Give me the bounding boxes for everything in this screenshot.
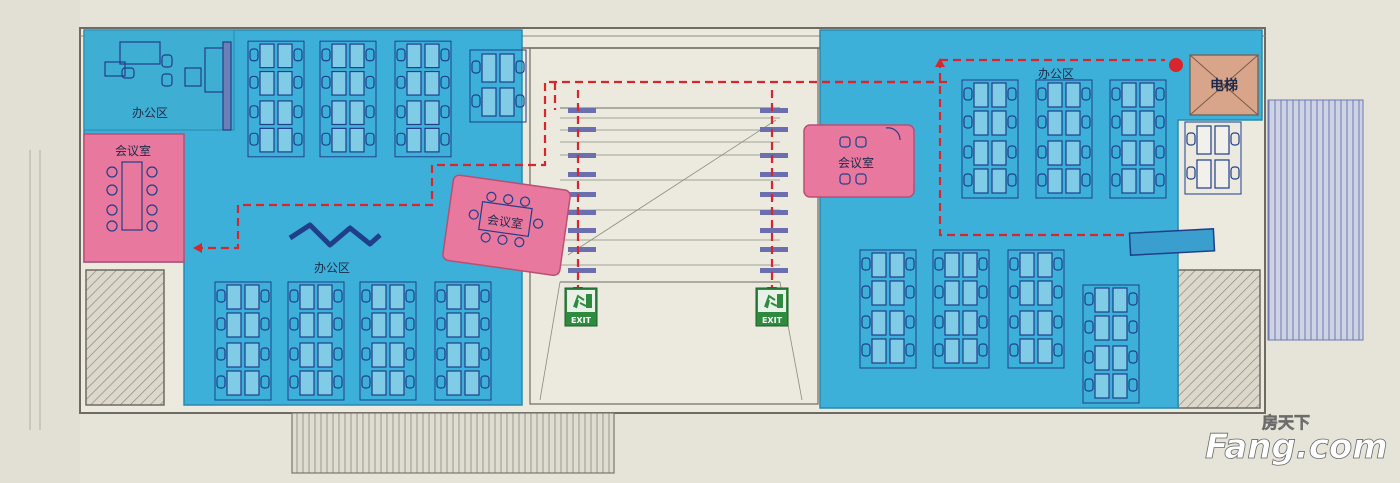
meeting-left-label: 会议室	[115, 143, 151, 158]
office-left-top-label: 办公区	[132, 105, 168, 120]
meeting-room-left: 会议室	[83, 133, 185, 263]
office-right-label: 办公区	[1038, 66, 1074, 81]
stair-shaft-right	[1177, 269, 1261, 409]
left-office-furniture	[104, 41, 232, 131]
watermark: 房天下 Fang.com	[1205, 413, 1388, 468]
exit-sign-right: EXIT	[755, 287, 789, 327]
stair-shaft-left	[85, 269, 165, 406]
reception-desk	[1128, 228, 1216, 256]
right-terrace	[1267, 99, 1364, 341]
meeting-room-center: 会议室	[442, 174, 571, 277]
bottom-steps	[291, 412, 615, 474]
exit-sign-left: EXIT	[564, 287, 598, 327]
watermark-text: Fang.com	[1205, 427, 1388, 467]
evacuation-route	[195, 58, 1165, 290]
watermark-sub: 房天下	[1262, 413, 1310, 432]
exit-right-label: EXIT	[762, 316, 783, 325]
elevator-label: 电梯	[1210, 77, 1238, 94]
office-left-bottom-label: 办公区	[314, 260, 350, 275]
meeting-center-label: 会议室	[486, 212, 524, 232]
elevator: 电梯	[1169, 54, 1259, 116]
meeting-room-right: 会议室	[803, 124, 915, 198]
meeting-right-label: 会议室	[838, 155, 874, 170]
decor-zigzag	[288, 222, 382, 248]
exit-left-label: EXIT	[571, 316, 592, 325]
